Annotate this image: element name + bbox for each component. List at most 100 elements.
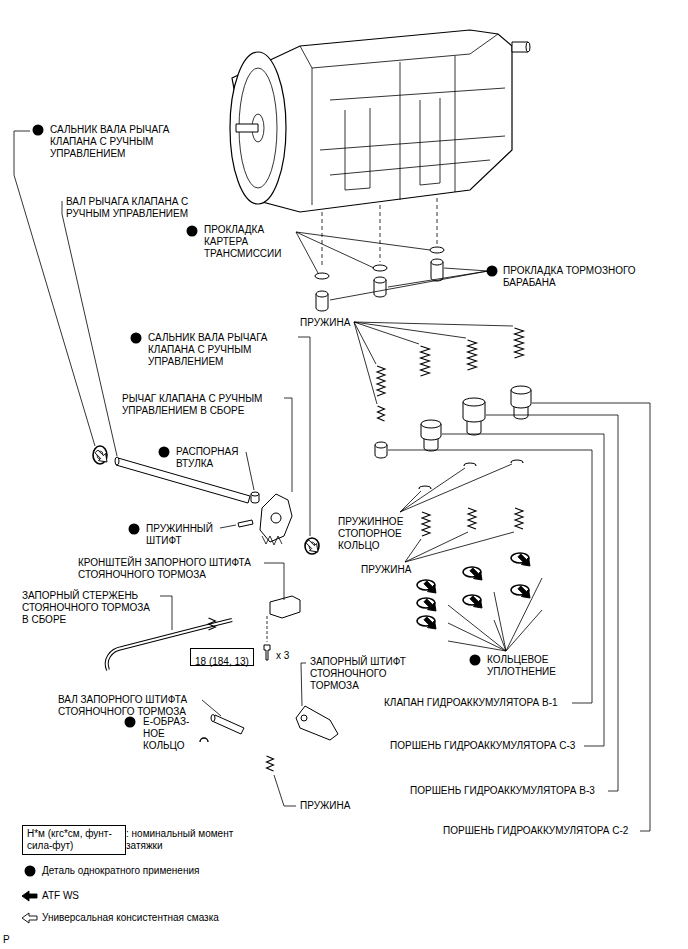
accumulator-piston xyxy=(511,386,531,394)
leader-line xyxy=(494,592,506,651)
leader-line xyxy=(14,131,95,446)
case-gasket xyxy=(315,273,329,279)
leader-line xyxy=(448,641,506,651)
spacer xyxy=(251,492,259,496)
leader-line xyxy=(296,232,318,273)
spring-pin xyxy=(238,520,253,527)
case-detail xyxy=(320,136,505,150)
part-label: ПРУЖИНА xyxy=(300,317,350,329)
leader-line xyxy=(296,232,430,250)
atf-arrow xyxy=(468,566,486,584)
part-label: КОЛЬЦЕВОЕ УПЛОТНЕНИЕ xyxy=(487,654,572,678)
atf-arrow xyxy=(468,566,486,584)
drum-gasket xyxy=(316,291,328,297)
accumulator-valve xyxy=(375,442,387,448)
assembly-line xyxy=(380,205,381,262)
leader-line xyxy=(405,532,514,562)
part-label: x 3 xyxy=(276,650,289,662)
atf-arrow xyxy=(516,584,534,602)
pawl-shaft xyxy=(211,715,215,722)
legend-grease-arrow xyxy=(22,913,37,923)
leader-line xyxy=(486,415,618,791)
retaining-ring xyxy=(419,486,431,489)
part-label: ЗАПОРНЫЙ СТЕРЖЕНЬ СТОЯНОЧНОГО ТОРМОЗА В … xyxy=(22,590,157,626)
case-detail xyxy=(420,98,440,185)
case-detail xyxy=(345,108,370,190)
coil-spring xyxy=(515,328,524,358)
bolt xyxy=(264,645,270,660)
single-use-mark xyxy=(131,333,142,344)
leader-line xyxy=(246,452,254,490)
case-gasket xyxy=(373,265,387,271)
leader-line xyxy=(301,663,306,706)
leader-line xyxy=(400,491,421,512)
case-gasket xyxy=(430,247,444,253)
retaining-ring xyxy=(511,460,523,463)
legend-grease-arrow xyxy=(22,913,37,923)
atf-arrow xyxy=(422,615,440,633)
legend-atf-arrow xyxy=(22,891,37,901)
box-text: 18 (184, 13) xyxy=(195,656,249,668)
part-label: КРОНШТЕЙН ЗАПОРНОГО ШТИФТА СТОЯНОЧНОГО Т… xyxy=(78,557,264,581)
part-label: САЛЬНИК ВАЛА РЫЧАГА КЛАПАНА С РУЧНЫМ УПР… xyxy=(50,124,190,160)
lever-teeth xyxy=(262,536,282,545)
coil-spring xyxy=(515,508,523,529)
atf-arrow xyxy=(516,584,534,602)
part-label: РЫЧАГ КЛАПАНА С РУЧНЫМ УПРАВЛЕНИЕМ В СБО… xyxy=(122,393,292,417)
spec-box: 18 (184, 13) xyxy=(190,648,254,666)
atf-arrow xyxy=(422,615,440,633)
leader-line xyxy=(220,525,236,528)
atf-arrow xyxy=(468,594,486,612)
leader-line xyxy=(298,337,310,536)
leader-line xyxy=(264,563,284,600)
leader-line xyxy=(494,620,506,651)
leader-line xyxy=(400,468,465,512)
legend-text: : номинальный момент затяжки xyxy=(126,828,244,852)
coil-spring xyxy=(421,346,430,376)
manual-valve-lever xyxy=(260,494,292,542)
leader-line xyxy=(444,268,488,271)
leader-line xyxy=(330,271,488,300)
coil-spring xyxy=(267,756,274,771)
part-label: ПРУЖИННЫЙ ШТИФТ xyxy=(146,523,221,547)
leader-line xyxy=(506,610,542,651)
leader-line xyxy=(354,322,513,326)
atf-arrow xyxy=(422,579,440,597)
part-label: РАСПОРНАЯ ВТУЛКА xyxy=(176,446,248,470)
retaining-ring xyxy=(464,463,476,466)
box-text: Н*м (кгс*см, фунт-сила-фут) xyxy=(27,828,121,852)
legend-text: Универсальная консистентная смазка xyxy=(42,912,219,924)
parking-lock-pawl xyxy=(301,715,307,721)
parking-lock-pawl xyxy=(296,706,338,740)
coil-spring xyxy=(468,508,476,529)
coil-spring xyxy=(468,340,477,370)
part-label: ПРУЖИНА xyxy=(300,800,350,812)
atf-arrow xyxy=(516,552,534,570)
leader-line xyxy=(448,623,506,651)
part-label: ПОРШЕНЬ ГИДРОАККУМУЛЯТОРА C-3 xyxy=(390,740,575,752)
part-label: ПРУЖИННОЕ СТОПОРНОЕ КОЛЬЦО xyxy=(338,516,416,552)
coil-spring xyxy=(377,366,385,396)
case-detail xyxy=(330,160,490,175)
assembly-line xyxy=(322,212,323,268)
lock-pawl-bracket xyxy=(270,596,300,618)
leader-line xyxy=(448,605,506,651)
legend-text: Деталь однократного применения xyxy=(42,865,199,877)
grease-arrow xyxy=(304,538,322,556)
assembly-line xyxy=(437,198,438,246)
atf-arrow xyxy=(422,597,440,615)
single-use-mark xyxy=(129,524,140,535)
leader-line xyxy=(284,398,292,492)
leader-line xyxy=(62,201,117,456)
e-ring xyxy=(200,738,208,742)
case-detail xyxy=(300,34,498,68)
grease-arrow xyxy=(93,448,111,466)
bell-housing xyxy=(230,52,286,204)
output-shaft xyxy=(526,42,530,52)
leader-line xyxy=(160,596,172,630)
case-detail xyxy=(330,88,505,100)
single-use-mark xyxy=(159,447,170,458)
atf-arrow xyxy=(422,597,440,615)
part-label: КЛАПАН ГИДРОАККУМУЛЯТОРА B-1 xyxy=(384,697,558,709)
